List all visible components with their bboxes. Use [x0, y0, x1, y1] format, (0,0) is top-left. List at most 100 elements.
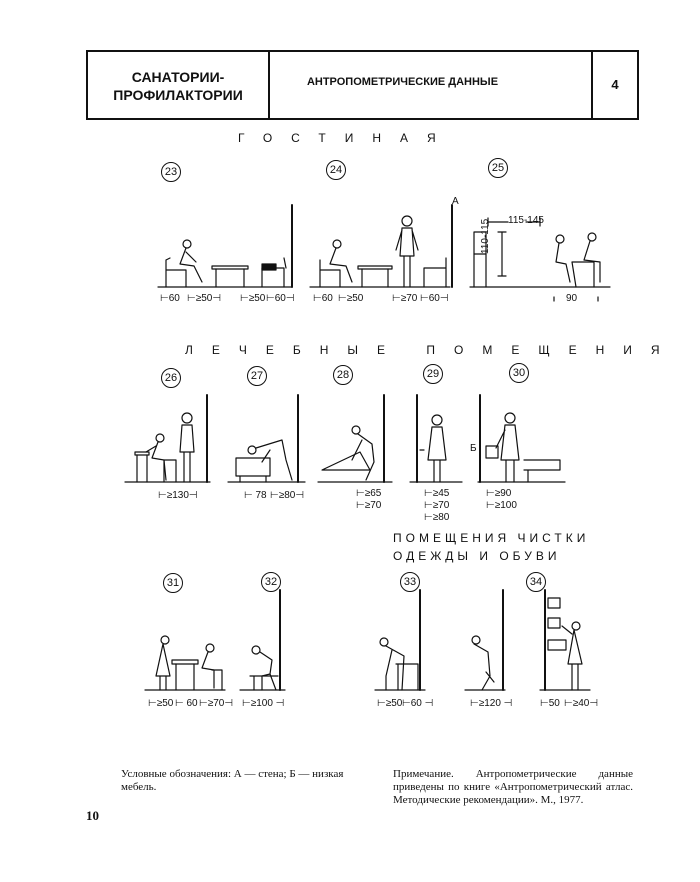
dim-34-b: ⊢50 — [540, 698, 560, 709]
note-text: Примечание. Антропометрические данные пр… — [393, 768, 633, 806]
figure-number-26: 26 — [161, 368, 181, 388]
sheet-number: 4 — [611, 77, 619, 92]
figure-28-drawing — [321, 425, 375, 481]
dim-23-c: ⊢≥50 — [240, 293, 266, 304]
dim-32-value: ≥100 — [250, 698, 273, 709]
dim-23-b: ⊢≥50⊣ — [187, 293, 222, 304]
legend-text: Условные обозначения: А — стена; Б — низ… — [121, 768, 344, 793]
figure-30-drawing — [485, 412, 561, 483]
dim-34-a: ⊢≥120 ⊣ — [470, 698, 513, 709]
dim-33-b: ⊢60 ⊣ — [402, 698, 434, 709]
dim-34-a-value: ≥120 — [478, 698, 501, 709]
dim-31-c-value: ≥70 — [207, 698, 225, 709]
figure-29-drawing — [419, 414, 447, 483]
dim-31-b: ⊢ 60 — [175, 698, 198, 709]
dim-24-d-value: 60 — [428, 293, 440, 304]
dim-33-b-value: 60 — [410, 698, 422, 709]
dim-27-a-value: 78 — [255, 490, 267, 501]
dim-23-a-value: 60 — [168, 293, 180, 304]
dim-24-d: ⊢60⊣ — [420, 293, 449, 304]
dim-29-a-value: ≥45 — [432, 488, 450, 499]
figure-23-drawing — [165, 239, 287, 288]
figure-34-drawing — [471, 597, 583, 691]
figure-number-25: 25 — [488, 158, 508, 178]
header-sheet-cell: 4 — [591, 52, 637, 118]
dim-24-b-value: ≥50 — [346, 293, 364, 304]
dim-25-width: 115-145 — [508, 215, 544, 226]
dim-26: ⊢≥130⊣ — [158, 490, 198, 501]
section-cleaning-line1: ПОМЕЩЕНИЯ ЧИСТКИ — [393, 531, 590, 545]
dim-32: ⊢≥100 ⊣ — [242, 698, 285, 709]
figure-25-drawing — [473, 217, 601, 302]
figure-number-23: 23 — [161, 162, 181, 182]
low-furniture-label: Б — [470, 443, 477, 454]
dim-33-a: ⊢≥50 — [377, 698, 403, 709]
figure-number-34: 34 — [526, 572, 546, 592]
dim-28-b-value: ≥70 — [364, 500, 382, 511]
dim-23-d-value: 60 — [274, 293, 286, 304]
dim-27-a: ⊢ 78 — [244, 490, 267, 501]
dim-23-a: ⊢60 — [160, 293, 180, 304]
dim-24-b: ⊢≥50 — [338, 293, 364, 304]
dim-31-a: ⊢≥50 — [148, 698, 174, 709]
dim-25-a: 90 — [566, 293, 578, 304]
dim-23-b-value: ≥50 — [195, 293, 213, 304]
dim-34-b-value: 50 — [548, 698, 560, 709]
dim-23-c-value: ≥50 — [248, 293, 266, 304]
figure-number-24: 24 — [326, 160, 346, 180]
figure-number-32: 32 — [261, 572, 281, 592]
figure-27-drawing — [235, 439, 293, 483]
wall-label: А — [452, 196, 459, 207]
dim-30-a-value: ≥90 — [494, 488, 512, 499]
section-title-line1: САНАТОРИИ- — [131, 69, 225, 85]
figure-33-drawing — [379, 637, 419, 691]
figure-number-31: 31 — [163, 573, 183, 593]
dim-28-a: ⊢≥65 — [356, 488, 382, 499]
dim-34-c: ⊢≥40⊣ — [564, 698, 599, 709]
dim-24-c: ⊢≥70 — [392, 293, 418, 304]
dim-27-b: ⊢≥80⊣ — [270, 490, 305, 501]
dim-29-a: ⊢≥45 — [424, 488, 450, 499]
dim-24-c-value: ≥70 — [400, 293, 418, 304]
figure-26-drawing — [134, 412, 195, 483]
dim-29-c-value: ≥80 — [432, 512, 450, 523]
dim-27-b-value: ≥80 — [278, 490, 296, 501]
header-frame: САНАТОРИИ- ПРОФИЛАКТОРИИ АНТРОПОМЕТРИЧЕС… — [86, 50, 639, 120]
dim-24-a: ⊢60 — [313, 293, 333, 304]
section-living-room: ГОСТИНАЯ — [238, 131, 455, 145]
figure-32-drawing — [249, 645, 279, 691]
figure-number-30: 30 — [509, 363, 529, 383]
figure-number-27: 27 — [247, 366, 267, 386]
dim-29-b-value: ≥70 — [432, 500, 450, 511]
dim-30-b: ⊢≥100 — [486, 500, 517, 511]
section-treatment-rooms: ЛЕЧЕБНЫЕ ПОМЕЩЕНИЯ — [185, 343, 679, 357]
figure-number-28: 28 — [333, 365, 353, 385]
dim-23-d: ⊢60⊣ — [266, 293, 295, 304]
dim-34-c-value: ≥40 — [572, 698, 590, 709]
figure-number-29: 29 — [423, 364, 443, 384]
header-topic-cell: АНТРОПОМЕТРИЧЕСКИЕ ДАННЫЕ — [270, 52, 685, 118]
dim-28-b: ⊢≥70 — [356, 500, 382, 511]
figure-number-33: 33 — [400, 572, 420, 592]
dim-29-c: ⊢≥80 — [424, 512, 450, 523]
header-section-cell: САНАТОРИИ- ПРОФИЛАКТОРИИ — [88, 52, 270, 118]
topic-title: АНТРОПОМЕТРИЧЕСКИЕ ДАННЫЕ — [306, 76, 499, 88]
dim-29-b: ⊢≥70 — [424, 500, 450, 511]
dim-30-b-value: ≥100 — [494, 500, 517, 511]
dim-24-a-value: 60 — [321, 293, 333, 304]
section-cleaning-rooms: ПОМЕЩЕНИЯ ЧИСТКИ ОДЕЖДЫ И ОБУВИ — [393, 529, 589, 565]
section-title-line2: ПРОФИЛАКТОРИИ — [113, 87, 243, 103]
dim-28-a-value: ≥65 — [364, 488, 382, 499]
dim-30-a: ⊢≥90 — [486, 488, 512, 499]
page-number: 10 — [86, 808, 99, 823]
dim-33-a-value: ≥50 — [385, 698, 403, 709]
dim-31-b-value: 60 — [186, 698, 198, 709]
dim-31-c: ⊢≥70⊣ — [199, 698, 234, 709]
dim-31-a-value: ≥50 — [156, 698, 174, 709]
dim-25-height: 110-115 — [480, 218, 491, 254]
section-cleaning-line2: ОДЕЖДЫ И ОБУВИ — [393, 549, 561, 563]
dim-26-value: ≥130 — [166, 490, 189, 501]
section-title: САНАТОРИИ- ПРОФИЛАКТОРИИ — [88, 68, 268, 104]
figure-24-drawing — [319, 215, 447, 288]
